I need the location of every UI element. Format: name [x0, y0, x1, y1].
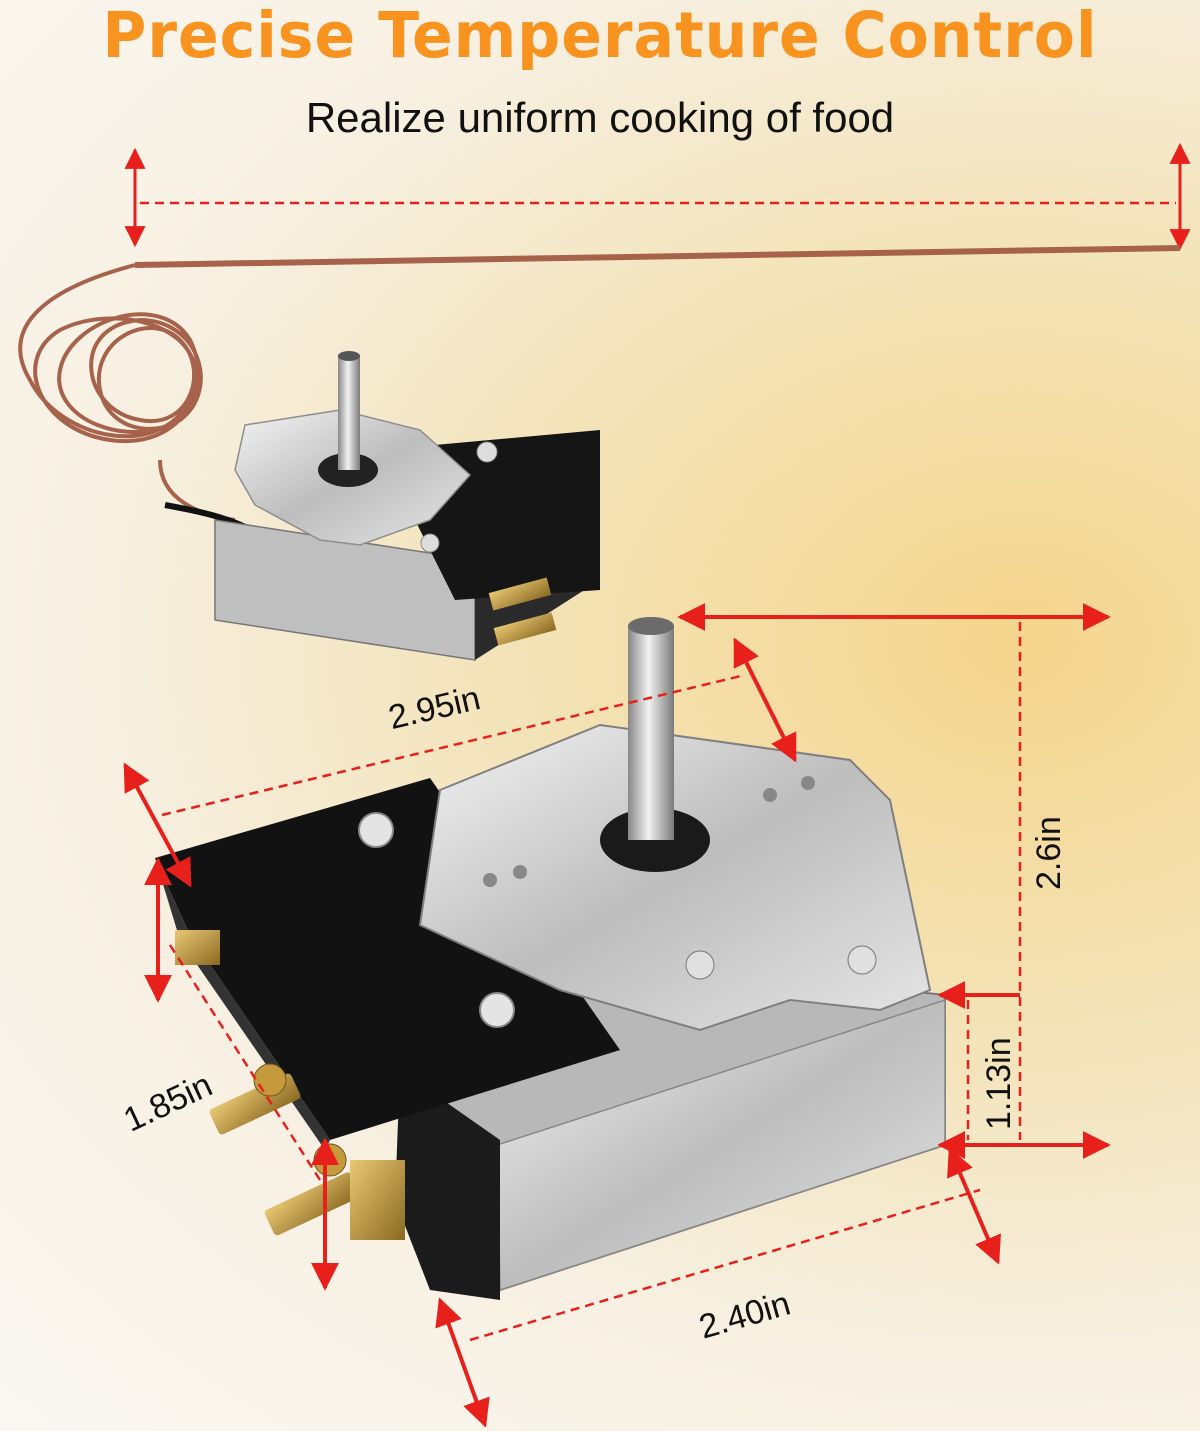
page-subtitle: Realize uniform cooking of food — [305, 94, 895, 141]
capillary-length-dimension — [124, 142, 1191, 251]
thermostat-small — [214, 351, 600, 661]
dimension-label-height: 2.6in — [1030, 816, 1068, 890]
dimension-lines — [123, 603, 1111, 1428]
thermostat-large — [155, 617, 946, 1300]
page-title: Precise Temperature Control — [102, 0, 1098, 73]
capillary-tube — [18, 245, 1181, 543]
dimension-label-step-height: 1.13in — [980, 1037, 1018, 1130]
